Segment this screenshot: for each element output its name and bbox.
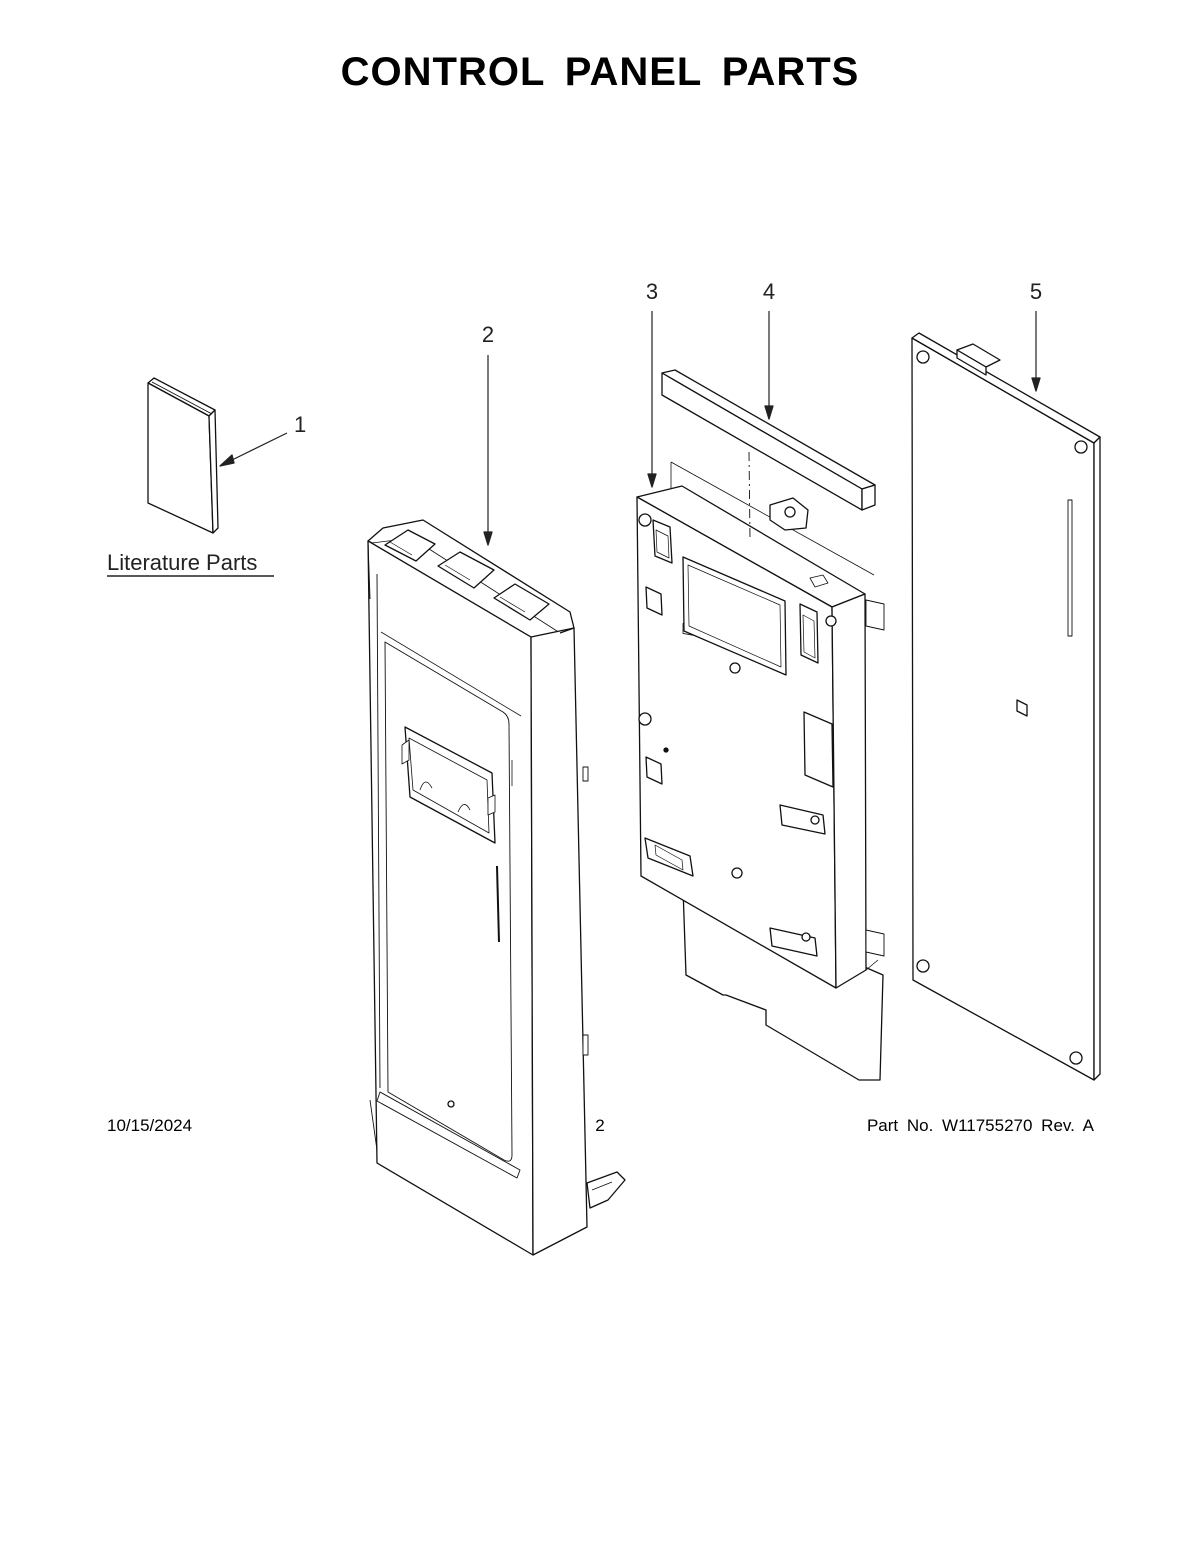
part-1-literature-booklet	[148, 378, 218, 533]
literature-parts-label: Literature Parts	[107, 550, 257, 575]
part-4-foam-strip	[662, 370, 875, 540]
footer-page-number: 2	[595, 1116, 605, 1135]
leader-arrows	[219, 311, 1041, 546]
part-2-control-panel-frame	[368, 520, 625, 1255]
part-5-electronic-control-board	[912, 333, 1100, 1080]
callout-2: 2	[482, 322, 494, 347]
footer-date: 10/15/2024	[107, 1116, 193, 1135]
callout-1: 1	[294, 412, 306, 437]
callout-4: 4	[763, 279, 775, 304]
part-3-control-bracket	[637, 462, 884, 1080]
callout-5: 5	[1030, 279, 1042, 304]
page-title: CONTROL PANEL PARTS	[340, 50, 860, 94]
callout-3: 3	[646, 279, 658, 304]
footer-part-number: Part No. W11755270 Rev. A	[866, 1116, 1094, 1135]
